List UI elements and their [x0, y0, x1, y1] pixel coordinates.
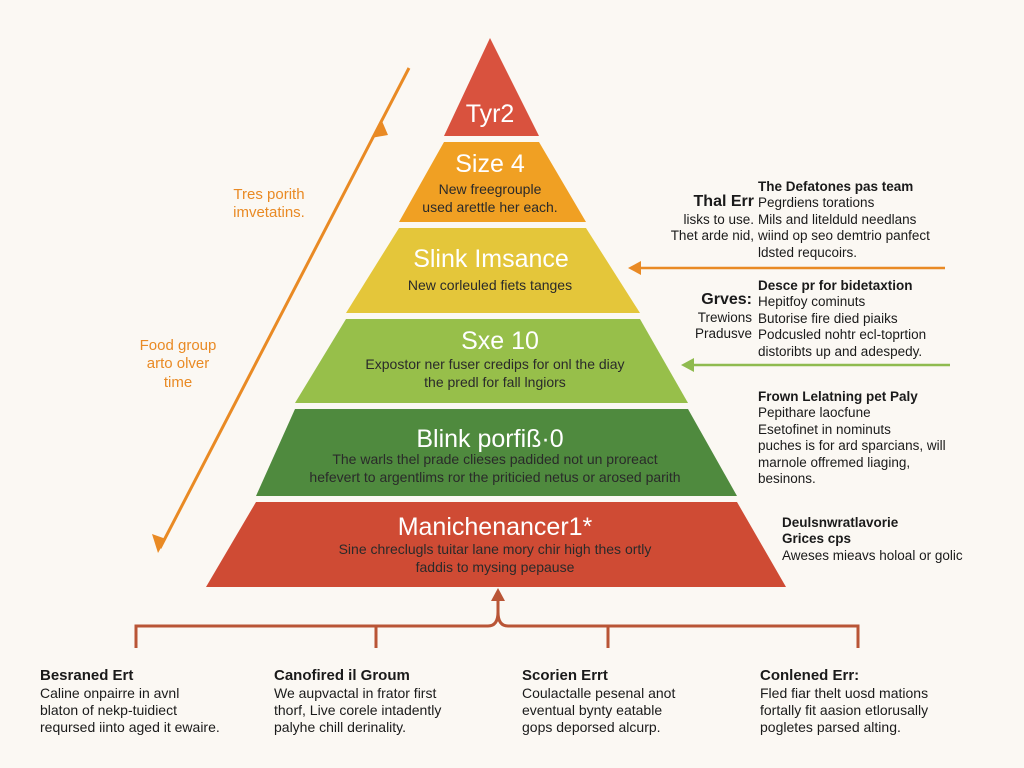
left-label-upper-line-2: imvetatins. [233, 204, 305, 222]
right-note-1-side-title: Thal Err [693, 193, 754, 210]
level-2-desc: New freegrouple used arettle her each. [410, 181, 570, 216]
bottom-group-2-line-3: palyhe chill derinality. [274, 719, 407, 736]
right-note-3-title: Frown Lelatning pet Paly [758, 389, 918, 404]
right-note-2-line-1: Hepitfoy cominuts [758, 294, 866, 310]
right-note-2: Desce pr for bidetaxtion Hepitfoy cominu… [758, 278, 1008, 360]
bottom-group-1: Besraned Ert Caline onpairre in avnl bla… [40, 667, 270, 737]
right-note-2-side-line-1: Trewions [697, 309, 752, 325]
pyramid-tier-3 [346, 228, 640, 313]
bottom-group-3-line-1: Coulactalle pesenal anot [522, 685, 676, 702]
bottom-group-2-title: Canofired il Groum [274, 667, 410, 684]
level-4-title: Sxe 10 [461, 327, 539, 355]
level-6-desc-line-1: Sine chreclugls tuitar lane mory chir hi… [338, 541, 652, 557]
level-1-title: Tyr2 [465, 100, 515, 128]
right-note-1-side: Thal Err lisks to use. Thet arde nid, [664, 192, 754, 244]
bottom-group-3: Scorien Errt Coulactalle pesenal anot ev… [522, 667, 752, 737]
level-6-desc-line-2: faddis to mysing pepause [415, 558, 575, 575]
bottom-group-4-line-1: Fled fiar thelt uosd mations [760, 685, 929, 702]
bottom-group-3-title: Scorien Errt [522, 667, 608, 684]
right-note-2-line-2: Butorise fire died piaiks [758, 310, 898, 326]
level-2-title: Size 4 [455, 150, 525, 178]
bottom-bracket [134, 596, 860, 648]
left-label-upper: Tres porith imvetatins. [214, 186, 324, 223]
left-label-upper-line-1: Tres porith [233, 186, 305, 203]
bottom-bracket-arrow-head [491, 588, 505, 601]
right-note-1-side-line-2: Thet arde nid, [670, 227, 754, 243]
level-6-title: Manichenancer1* [397, 513, 593, 541]
bottom-group-1-line-2: blaton of nekp-tuidiect [40, 702, 177, 719]
level-3-desc: New corleuled fiets tanges [380, 277, 600, 295]
right-note-1-line-1: Pegrdiens torations [758, 195, 875, 211]
right-note-2-title: Desce pr for bidetaxtion [758, 278, 913, 293]
level-5-desc: The warls thel prade clieses padided not… [285, 451, 705, 486]
level-5-desc-line-2: hefevert to argentlims ror the priticied… [309, 468, 681, 485]
right-note-2-line-4: distoribts up and adespedy. [758, 343, 923, 359]
level-6-desc: Sine chreclugls tuitar lane mory chir hi… [300, 541, 690, 576]
bottom-group-3-line-3: gops deporsed alcurp. [522, 719, 661, 736]
level-4-desc: Expostor ner fuser credips for onl the d… [335, 356, 655, 391]
level-3-title: Slink Imsance [413, 245, 569, 273]
level-5-title: Blink porfiß·0 [416, 425, 564, 453]
bottom-group-4-title: Conlened Err: [760, 667, 860, 684]
bottom-group-3-line-2: eventual bynty eatable [522, 702, 663, 719]
right-note-3-line-1: Pepithare laocfune [758, 405, 871, 421]
bottom-group-2-line-1: We aupvactal in frator first [274, 685, 437, 702]
bottom-group-2: Canofired il Groum We aupvactal in frato… [274, 667, 504, 737]
level-2-desc-line-1: New freegrouple [438, 181, 542, 197]
right-note-4-title-2: Grices cps [782, 531, 852, 547]
right-note-4-title: Deulsnwratlavorie [782, 515, 899, 530]
left-label-lower: Food group arto olver time [128, 337, 228, 392]
right-note-1-line-2: Mils and litelduld needlans [758, 211, 917, 227]
bottom-group-4-line-3: pogletes parsed alting. [760, 719, 901, 736]
level-3-desc-line-1: New corleuled fiets tanges [407, 277, 573, 293]
right-note-1-line-3: wiind op seo demtrio panfect [758, 228, 930, 244]
right-note-4: Deulsnwratlavorie Grices cps Aweses miea… [782, 515, 1012, 564]
right-note-2-side-line-2: Pradusve [694, 325, 752, 341]
bottom-group-2-line-2: thorf, Live corele intadently [274, 702, 442, 719]
pyramid-tier-4 [295, 319, 688, 403]
left-label-lower-line-1: Food group [139, 337, 217, 354]
right-note-2-line-3: Podcusled nohtr ecl-toprtion [758, 327, 927, 343]
right-note-1-title: The Defatones pas team [758, 179, 914, 194]
level-4-desc-line-2: the predl for fall lngiors [424, 373, 566, 390]
left-trend-arrow [158, 67, 411, 549]
right-note-1-side-line-1: lisks to use. [683, 211, 754, 227]
left-label-lower-line-3: time [163, 373, 193, 391]
right-note-4-line-1: Aweses mieavs holoal or golic [782, 547, 963, 563]
right-note-1: The Defatones pas team Pegrdiens toratio… [758, 179, 1008, 261]
bottom-group-1-line-3: reqursed iinto aged it ewaire. [40, 719, 220, 736]
right-note-3-line-4: marnole offremed liaging, [758, 454, 911, 470]
left-arrow-head-bottom [152, 534, 166, 553]
right-note-3: Frown Lelatning pet Paly Pepithare laocf… [758, 389, 1018, 488]
right-note-3-line-5: besinons. [758, 471, 816, 487]
level-4-desc-line-1: Expostor ner fuser credips for onl the d… [365, 356, 625, 372]
right-note-3-line-3: puches is for ard sparcians, will [758, 438, 946, 454]
right-arrow-green-head [681, 358, 694, 372]
pyramid-tier-6 [206, 502, 786, 587]
right-note-3-line-2: Esetofinet in nominuts [758, 421, 891, 437]
right-arrow-orange-head [628, 261, 641, 275]
left-arrow-head-mid [371, 121, 388, 138]
level-2-desc-line-2: used arettle her each. [422, 198, 558, 215]
bottom-group-4: Conlened Err: Fled fiar thelt uosd matio… [760, 667, 1000, 737]
bottom-group-1-title: Besraned Ert [40, 667, 134, 684]
right-note-2-side: Grves: Trewions Pradusve [664, 290, 752, 342]
bottom-group-1-line-1: Caline onpairre in avnl [40, 685, 180, 702]
left-label-lower-line-2: arto olver [146, 355, 210, 373]
right-note-1-line-4: ldsted requcoirs. [758, 244, 858, 260]
level-5-desc-line-1: The warls thel prade clieses padided not… [332, 451, 658, 467]
pyramid-tier-5 [256, 409, 737, 496]
right-note-2-side-title: Grves: [701, 291, 752, 308]
bottom-group-4-line-2: fortally fit aasion etlorusally [760, 702, 929, 719]
pyramid-tier-1 [444, 38, 539, 136]
pyramid-tier-2 [399, 142, 586, 222]
